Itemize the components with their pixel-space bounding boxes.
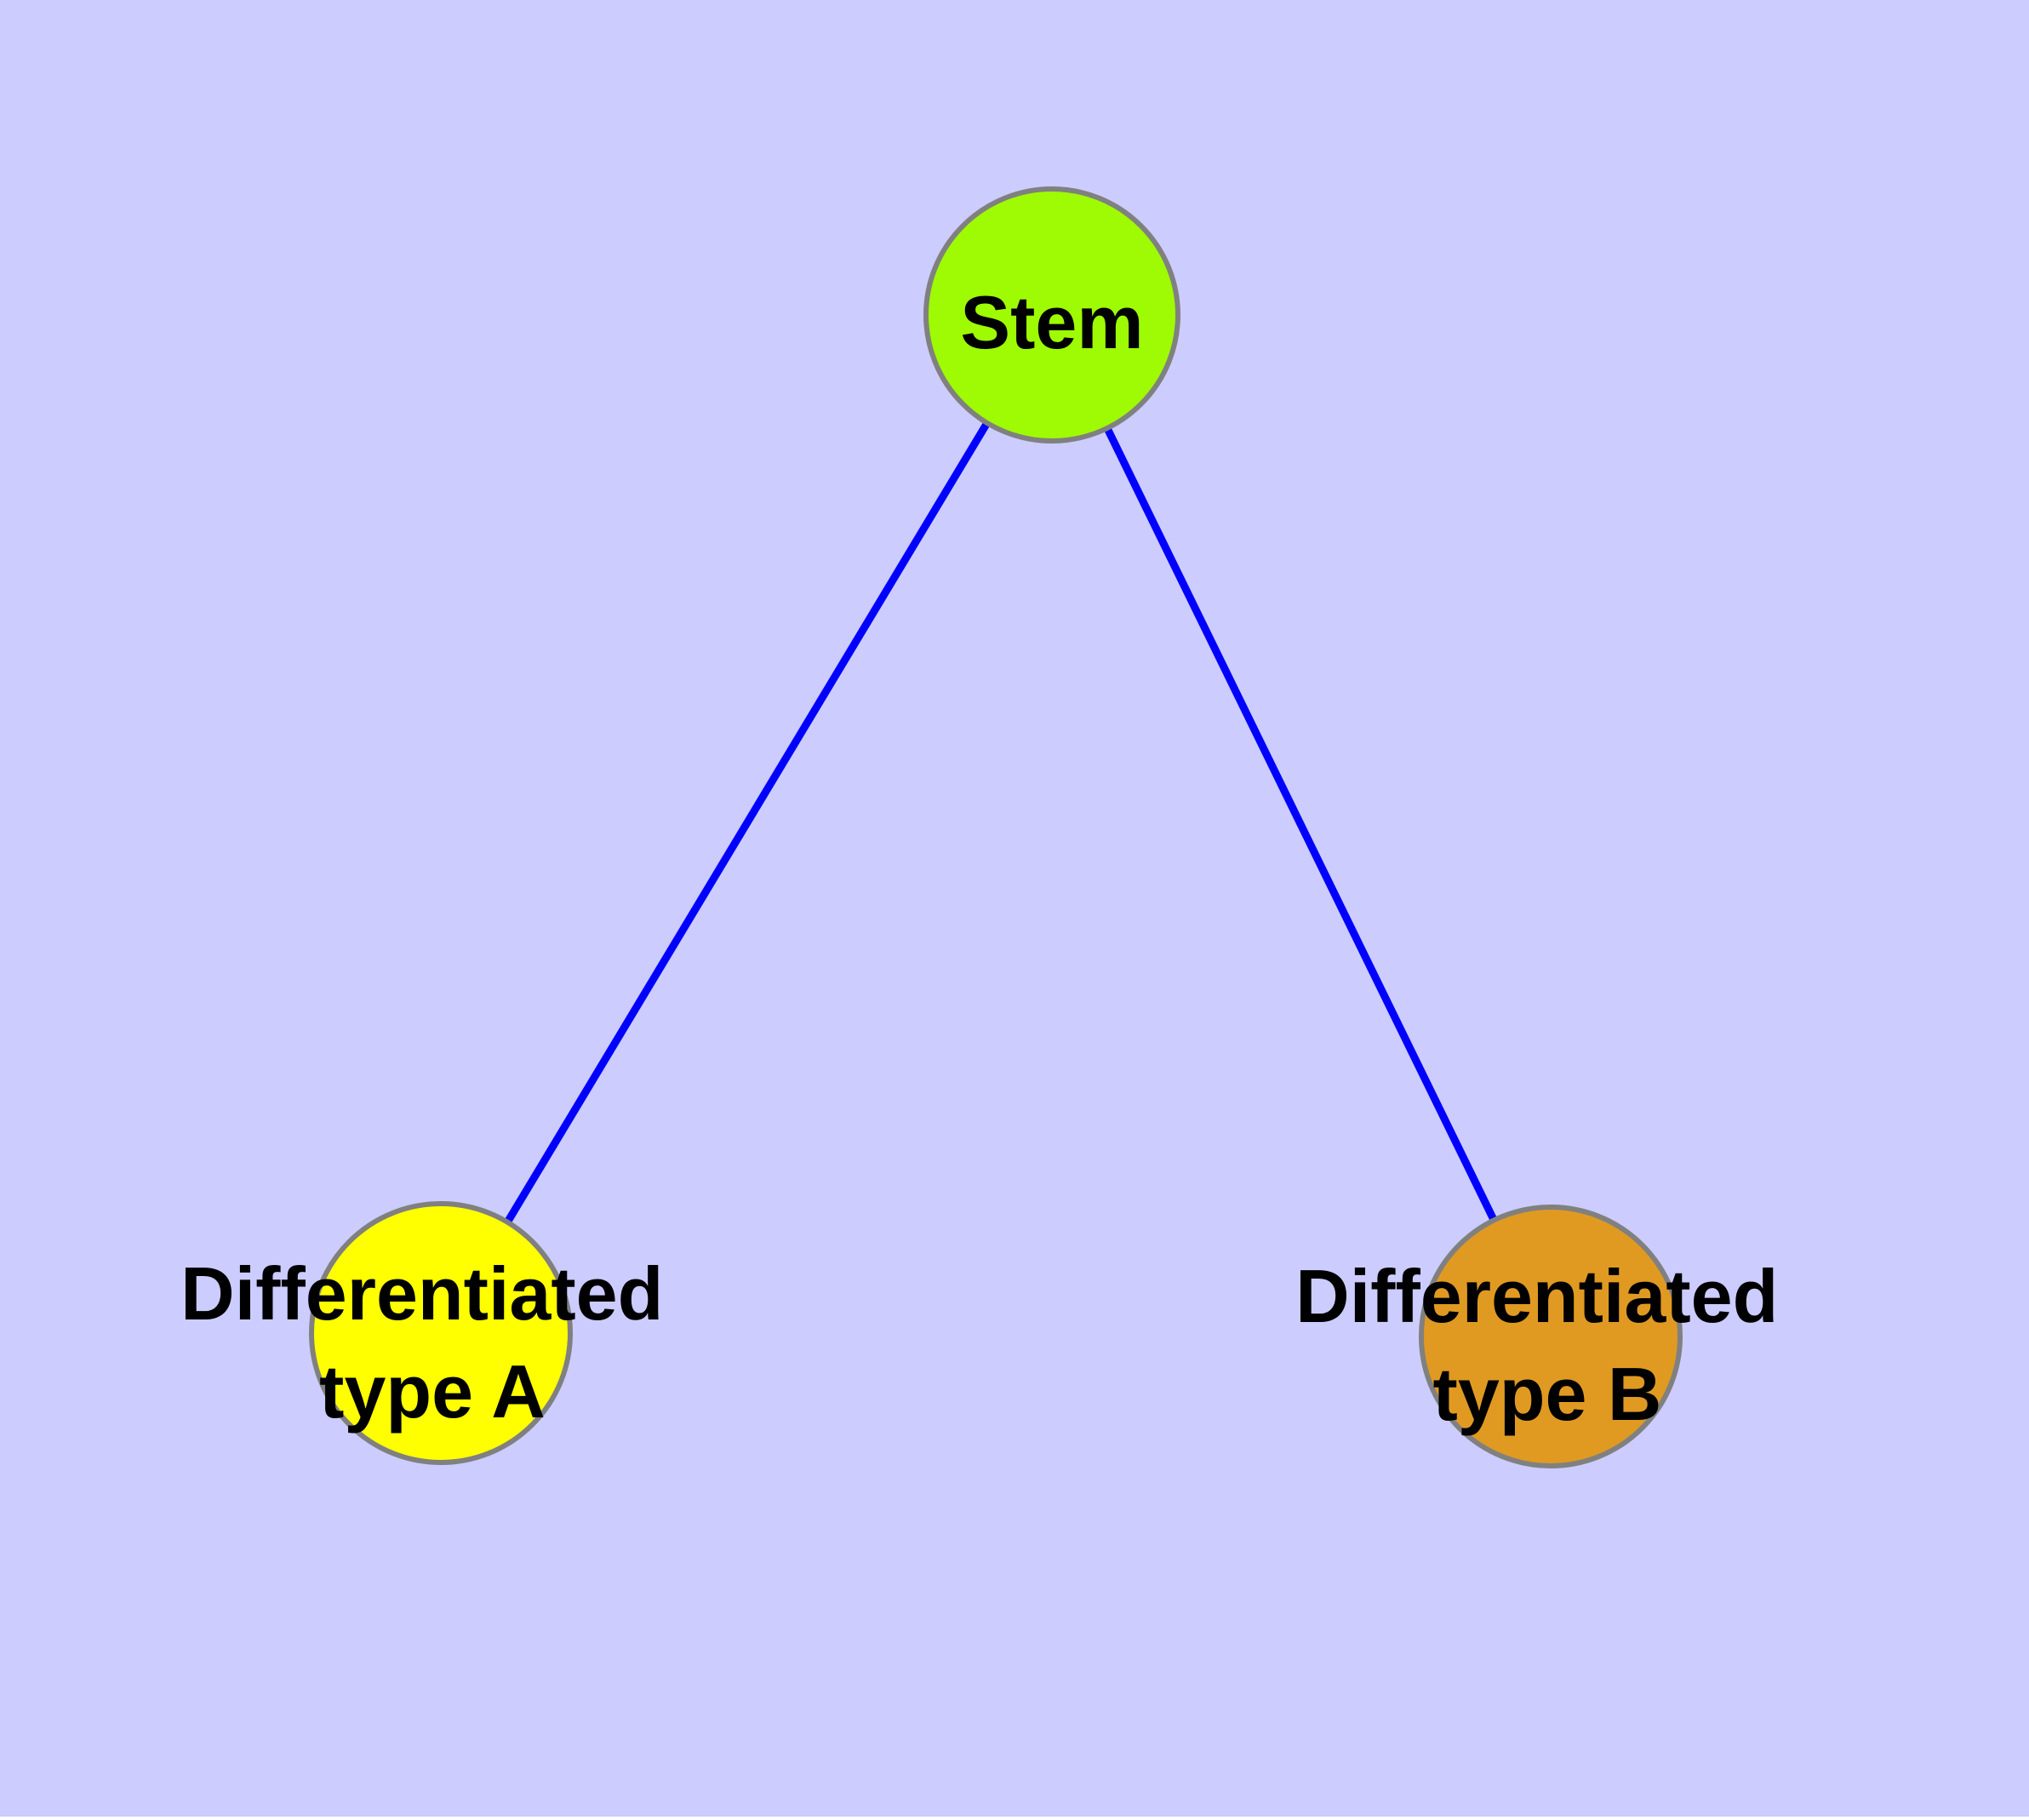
node-stem-label: Stem: [960, 280, 1143, 364]
node-differentiated-type-a[interactable]: [309, 1201, 573, 1465]
node-differentiated-type-a-label-line-1: Differentiated: [180, 1251, 663, 1336]
node-differentiated-type-a-label: Differentiated type A: [180, 1251, 684, 1434]
node-differentiated-type-a-label-line-2: type A: [319, 1349, 546, 1434]
label-layer: Stem Differentiated type A Differentiate…: [180, 280, 1799, 1436]
node-differentiated-type-b[interactable]: [1419, 1205, 1683, 1468]
edge-stem-to-differentiated-type-b[interactable]: [1048, 313, 1555, 1338]
node-differentiated-type-b-circle[interactable]: [1419, 1205, 1683, 1468]
edge-stem-to-differentiated-type-a[interactable]: [437, 312, 1055, 1336]
node-differentiated-type-b-label: Differentiated type B: [1295, 1254, 1799, 1436]
node-stem-circle[interactable]: [923, 186, 1180, 444]
node-layer: [309, 186, 1683, 1468]
node-stem[interactable]: [923, 186, 1180, 444]
node-differentiated-type-b-label-line-1: Differentiated: [1295, 1254, 1778, 1338]
node-differentiated-type-b-label-line-2: type B: [1433, 1352, 1662, 1436]
edge-layer: [437, 312, 1555, 1338]
node-differentiated-type-a-circle[interactable]: [309, 1201, 573, 1465]
node-stem-label-line-1: Stem: [960, 280, 1143, 364]
